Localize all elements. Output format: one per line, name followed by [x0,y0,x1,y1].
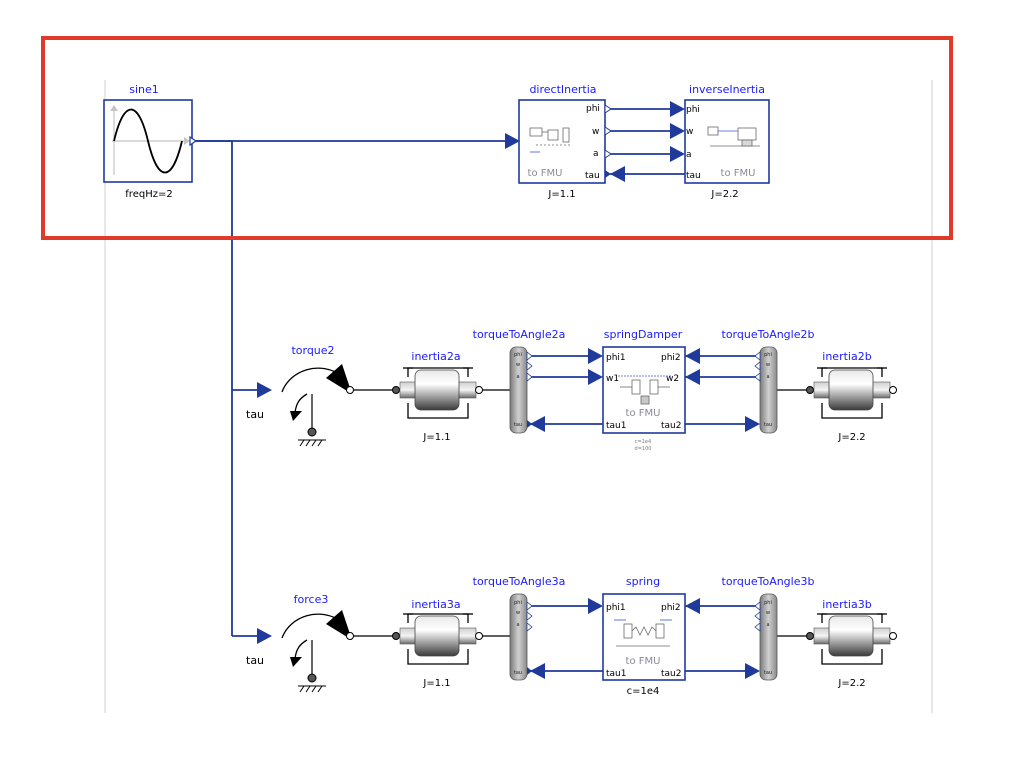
inertia3a-block[interactable]: inertia3a J=1.1 [392,598,483,689]
torque2-name: torque2 [291,344,334,357]
direct-inertia-param: J=1.1 [547,189,575,200]
inertia-cylinder-icon [828,615,874,657]
inverse-inner-diagram-icon [707,126,760,147]
torque-to-angle-2a-name: torqueToAngle2a [473,328,566,341]
direct-inertia-block[interactable]: directInertia phi w a tau to FMU J=1.1 [518,83,612,200]
adapter3a-port-tau: tau [514,670,522,676]
support-icon [307,427,317,437]
torque-to-angle-3a-block[interactable]: torqueToAngle3a phi w a tau [473,575,566,681]
sine-wave-icon [113,108,183,174]
sine-param: freqHz=2 [125,189,172,200]
spring-damper-block[interactable]: springDamper phi1 w1 tau1 phi2 w2 tau2 t… [602,328,686,452]
inverse-inertia-name: inverseInertia [689,83,765,96]
inverse-inertia-block[interactable]: inverseInertia phi w a tau to FMU J=2.2 [684,83,770,200]
adapter2a-port-phi: phi [514,352,522,358]
spring-block[interactable]: spring phi1 tau1 phi2 tau2 to FMU c=1e4 [602,575,686,697]
torque-to-angle-3a-name: torqueToAngle3a [473,575,566,588]
spring-name: spring [626,575,660,588]
torque-to-angle-2b-name: torqueToAngle2b [722,328,815,341]
inertia3b-name: inertia3b [822,598,871,611]
direct-fmu-label: to FMU [528,168,563,179]
torque-arrow-icon [326,610,352,640]
direct-port-phi: phi [586,104,600,114]
adapter2b-port-w: w [766,362,770,368]
inverse-inertia-param: J=2.2 [710,189,738,200]
highlight-frame [41,36,953,240]
inertia-cylinder-icon [828,369,874,411]
adapter3a-port-a: a [516,622,519,628]
inertia-cylinder-icon [414,615,460,657]
sd-port-tau1: tau1 [606,421,626,431]
adapter3b-port-w: w [766,610,770,616]
adapter2a-port-tau: tau [514,422,522,428]
sp-port-phi2: phi2 [661,603,681,613]
adapter3b-port-a: a [766,622,769,628]
torque-arrow-icon [326,364,352,394]
torque-to-angle-3b-block[interactable]: torqueToAngle3b phi w a tau [722,575,815,681]
direct-port-w: w [592,127,599,137]
spring-param: c=1e4 [627,686,660,697]
direct-port-a: a [593,149,599,159]
inverse-fmu-label: to FMU [721,168,756,179]
sp-fmu-label: to FMU [626,656,661,667]
inertia2b-block[interactable]: inertia2b J=2.2 [806,350,897,443]
spring-damper-inner-icon [618,375,672,405]
adapter2b-port-tau: tau [764,422,772,428]
adapter3b-port-tau: tau [764,670,772,676]
sp-port-tau1: tau1 [606,669,626,679]
inertia2a-name: inertia2a [411,350,460,363]
spring-inner-icon [614,619,672,647]
inertia3b-block[interactable]: inertia3b J=2.2 [806,598,897,689]
adapter3b-port-phi: phi [764,600,772,606]
torque2-input-label: tau [246,408,264,421]
torque-to-angle-2b-block[interactable]: torqueToAngle2b phi w a tau [722,328,815,434]
sd-fmu-label: to FMU [626,408,661,419]
sd-port-w2: w2 [666,374,679,384]
sd-port-phi2: phi2 [661,353,681,363]
adapter3a-port-w: w [516,610,520,616]
sd-param-d: d=100 [635,446,652,452]
inertia3b-param: J=2.2 [837,678,865,689]
adapter2b-port-a: a [766,374,769,380]
adapter2a-port-a: a [516,374,519,380]
inertia3a-param: J=1.1 [422,678,450,689]
inverse-port-w: w [686,127,693,137]
adapter3a-port-phi: phi [514,600,522,606]
adapter2b-port-phi: phi [764,352,772,358]
torque2-block[interactable]: torque2 tau [246,344,354,447]
direct-inertia-name: directInertia [529,83,596,96]
inertia2a-param: J=1.1 [422,432,450,443]
inertia-cylinder-icon [414,369,460,411]
sp-port-tau2: tau2 [661,669,681,679]
sine-name: sine1 [129,83,159,96]
inertia2b-param: J=2.2 [837,432,865,443]
force3-input-label: tau [246,654,264,667]
adapter2a-port-w: w [516,362,520,368]
connection-wires [196,101,808,679]
support-icon [307,673,317,683]
force3-name: force3 [294,593,329,606]
sd-param-c: c=1e4 [635,439,651,445]
inverse-port-a: a [686,150,692,160]
sine-block[interactable]: sine1 freqHz=2 [103,83,198,200]
direct-port-tau: tau [585,171,600,181]
sd-port-w1: w1 [606,374,619,384]
sp-port-phi1: phi1 [606,603,626,613]
inertia2a-block[interactable]: inertia2a J=1.1 [392,350,483,443]
sd-port-phi1: phi1 [606,353,626,363]
spring-damper-name: springDamper [604,328,683,341]
inertia3a-name: inertia3a [411,598,460,611]
direct-inner-diagram-icon [529,127,570,153]
inertia2b-name: inertia2b [822,350,871,363]
torque-to-angle-2a-block[interactable]: torqueToAngle2a phi w a tau [473,328,566,434]
inverse-port-phi: phi [686,105,700,115]
diagram-border [104,80,933,713]
torque-to-angle-3b-name: torqueToAngle3b [722,575,815,588]
sd-port-tau2: tau2 [661,421,681,431]
inverse-port-tau: tau [686,171,701,181]
force3-block[interactable]: force3 tau [246,593,354,693]
